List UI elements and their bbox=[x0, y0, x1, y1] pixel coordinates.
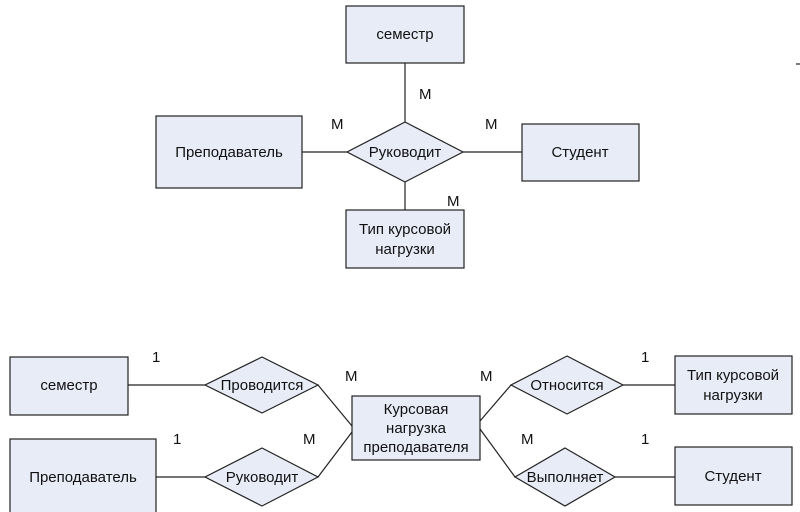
diagram-2: семестр Преподаватель Курсовая нагрузка … bbox=[9, 349, 793, 512]
d2-type-label-line2: нагрузки bbox=[703, 387, 763, 404]
d2-entity-load-type[interactable]: Тип курсовой нагрузки bbox=[674, 355, 793, 415]
d2-load-label-line3: преподавателя bbox=[363, 439, 468, 456]
d1-entity-student[interactable]: Студент bbox=[521, 123, 640, 182]
d1-type-label-line1: Тип курсовой bbox=[359, 221, 451, 238]
d2-line-load-performs bbox=[479, 428, 516, 478]
d2-entity-semester[interactable]: семестр bbox=[9, 356, 129, 416]
d2-card-performs-many: M bbox=[521, 431, 534, 448]
d2-load-label-line2: нагрузка bbox=[386, 420, 447, 437]
d2-card-relates-many: M bbox=[480, 368, 493, 385]
d1-entity-teacher[interactable]: Преподаватель bbox=[155, 115, 303, 189]
d2-relation-supervises[interactable]: Руководит bbox=[203, 447, 320, 507]
d2-entity-teacher[interactable]: Преподаватель bbox=[9, 438, 157, 512]
d1-student-label: Студент bbox=[551, 144, 608, 161]
d1-teacher-label: Преподаватель bbox=[175, 144, 283, 161]
d1-entity-load-type[interactable]: Тип курсовой нагрузки bbox=[345, 209, 465, 269]
d1-relation-supervises[interactable]: Руководит bbox=[345, 121, 465, 183]
d1-type-label-line2: нагрузки bbox=[375, 241, 435, 258]
d2-entity-student[interactable]: Студент bbox=[674, 446, 793, 506]
d2-card-supervises-many: M bbox=[303, 431, 316, 448]
d2-performs-label: Выполняет bbox=[527, 469, 604, 486]
d2-line-conducted-load bbox=[317, 384, 353, 427]
d2-supervises-label: Руководит bbox=[226, 469, 299, 486]
d2-relation-performs[interactable]: Выполняет bbox=[513, 447, 617, 507]
d1-card-right: M bbox=[485, 116, 498, 133]
d2-teacher-label: Преподаватель bbox=[29, 469, 137, 486]
d2-conducted-label: Проводится bbox=[221, 377, 304, 394]
d2-relates-label: Относится bbox=[530, 377, 603, 394]
d1-card-left: M bbox=[331, 116, 344, 133]
d2-student-label: Студент bbox=[704, 468, 761, 485]
d2-entity-course-load[interactable]: Курсовая нагрузка преподавателя bbox=[351, 395, 481, 461]
d1-card-top: M bbox=[419, 86, 432, 103]
d1-card-bottom: M bbox=[447, 193, 460, 210]
d2-line-load-relates bbox=[479, 384, 512, 422]
d2-relation-relates[interactable]: Относится bbox=[509, 355, 625, 415]
d2-type-label-line1: Тип курсовой bbox=[687, 367, 779, 384]
d2-card-semester-one: 1 bbox=[152, 349, 160, 366]
d1-semester-label: семестр bbox=[376, 26, 433, 43]
d2-card-conducted-many: M bbox=[345, 368, 358, 385]
d2-line-supervises-load bbox=[317, 431, 353, 478]
d2-card-teacher-one: 1 bbox=[173, 431, 181, 448]
diagram-1: семестр Преподаватель Студент Тип курсов… bbox=[155, 5, 640, 269]
d2-relation-conducted[interactable]: Проводится bbox=[203, 356, 320, 414]
d2-card-student-one: 1 bbox=[641, 431, 649, 448]
d1-entity-semester[interactable]: семестр bbox=[345, 5, 465, 64]
d2-card-type-one: 1 bbox=[641, 349, 649, 366]
d2-semester-label: семестр bbox=[40, 377, 97, 394]
d1-relation-label: Руководит bbox=[369, 144, 442, 161]
d2-load-label-line1: Курсовая bbox=[384, 401, 449, 418]
